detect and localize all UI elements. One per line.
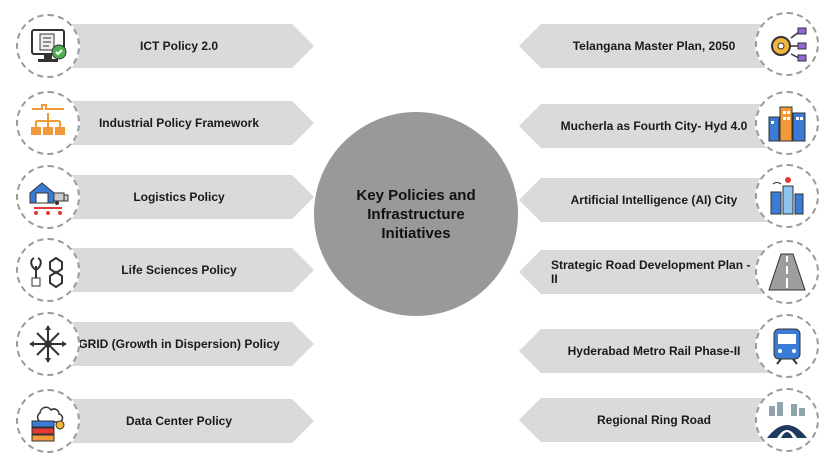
right-item-ai-city: Artificial Intelligence (AI) City bbox=[519, 178, 797, 222]
item-label: GRID (Growth in Dispersion) Policy bbox=[78, 337, 280, 351]
item-label: Artificial Intelligence (AI) City bbox=[570, 193, 738, 207]
left-item-industrial-policy: Industrial Policy Framework bbox=[36, 101, 314, 145]
right-item-fourth-city: Mucherla as Fourth City- Hyd 4.0 bbox=[519, 104, 797, 148]
server-cloud-icon bbox=[16, 389, 80, 453]
left-item-life-sciences-policy: Life Sciences Policy bbox=[36, 248, 314, 292]
item-label: Telangana Master Plan, 2050 bbox=[572, 39, 736, 53]
computer-checklist-icon bbox=[16, 14, 80, 78]
left-item-data-center-policy: Data Center Policy bbox=[36, 399, 314, 443]
center-title: Key Policies and Infrastructure Initiati… bbox=[356, 186, 476, 242]
center-circle: Key Policies and Infrastructure Initiati… bbox=[314, 112, 518, 316]
right-item-metro-rail: Hyderabad Metro Rail Phase-II bbox=[519, 329, 797, 373]
item-label: Mucherla as Fourth City- Hyd 4.0 bbox=[560, 119, 748, 133]
item-label: Life Sciences Policy bbox=[121, 263, 237, 277]
dispersion-arrows-icon bbox=[16, 312, 80, 376]
warehouse-truck-icon bbox=[16, 165, 80, 229]
item-label: Regional Ring Road bbox=[597, 413, 711, 427]
left-item-grid-policy: GRID (Growth in Dispersion) Policy bbox=[36, 322, 314, 366]
left-item-logistics-policy: Logistics Policy bbox=[36, 175, 314, 219]
right-item-road-plan: Strategic Road Development Plan - II bbox=[519, 250, 797, 294]
item-label: ICT Policy 2.0 bbox=[139, 39, 219, 53]
ring-road-icon bbox=[755, 388, 819, 452]
metro-train-icon bbox=[755, 314, 819, 378]
industry-hierarchy-icon bbox=[16, 91, 80, 155]
right-item-master-plan: Telangana Master Plan, 2050 bbox=[519, 24, 797, 68]
item-label: Strategic Road Development Plan - II bbox=[551, 258, 751, 286]
gear-network-icon bbox=[755, 12, 819, 76]
right-item-ring-road: Regional Ring Road bbox=[519, 398, 797, 442]
item-label: Industrial Policy Framework bbox=[98, 116, 260, 130]
plant-molecule-icon bbox=[16, 238, 80, 302]
smart-city-icon bbox=[755, 164, 819, 228]
item-label: Data Center Policy bbox=[125, 414, 233, 428]
left-item-ict-policy: ICT Policy 2.0 bbox=[36, 24, 314, 68]
city-skyline-icon bbox=[755, 91, 819, 155]
item-label: Hyderabad Metro Rail Phase-II bbox=[567, 344, 741, 358]
highway-icon bbox=[755, 240, 819, 304]
item-label: Logistics Policy bbox=[133, 190, 225, 204]
